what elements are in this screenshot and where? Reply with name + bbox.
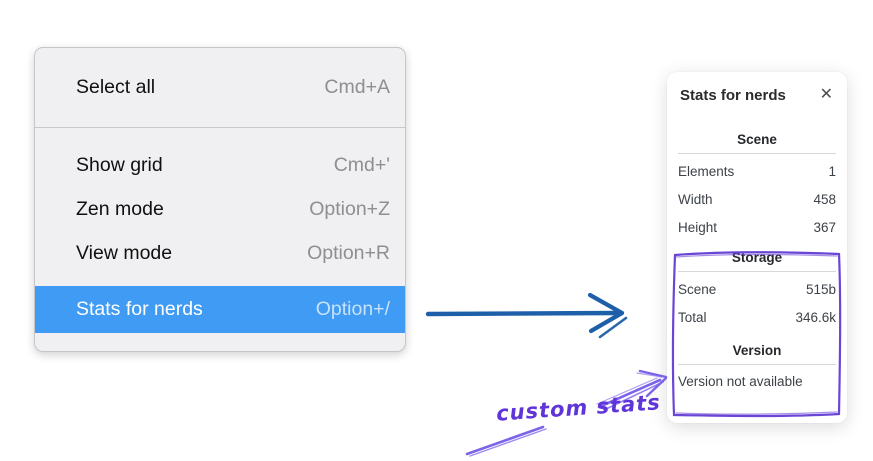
menu-item-label: Show grid — [76, 153, 163, 176]
pointer-arrow-icon — [425, 292, 628, 339]
storage-rows: Scene 515b Total 346.6k — [667, 275, 847, 331]
menu-item-label: Select all — [76, 76, 156, 98]
panel-header: Stats for nerds ✕ — [667, 72, 847, 105]
menu-section-top: Select all Cmd+A — [35, 48, 405, 128]
menu-item-select-all[interactable]: Select all Cmd+A — [35, 66, 405, 110]
stat-row-scene-storage: Scene 515b — [667, 275, 847, 303]
stat-value: 1 — [828, 163, 836, 179]
section-heading-scene: Scene — [737, 132, 777, 147]
menu-item-shortcut: Option+/ — [315, 298, 390, 320]
stat-label: Elements — [678, 163, 735, 179]
menu-item-shortcut: Cmd+A — [324, 76, 390, 98]
menu-item-shortcut: Cmd+' — [333, 153, 390, 176]
menu-item-label: Zen mode — [76, 197, 164, 220]
stat-value: 515b — [805, 281, 836, 297]
section-heading-version: Version — [732, 343, 782, 358]
panel-title: Stats for nerds — [680, 86, 786, 104]
divider — [678, 364, 836, 365]
divider — [678, 271, 836, 272]
menu-item-show-grid[interactable]: Show grid Cmd+' — [35, 143, 405, 187]
version-note: Version not available — [678, 374, 803, 389]
menu-item-zen-mode[interactable]: Zen mode Option+Z — [35, 187, 405, 231]
menu-item-label: View mode — [76, 241, 173, 264]
menu-item-shortcut: Option+R — [307, 241, 390, 264]
menu-section-bottom: Show grid Cmd+' Zen mode Option+Z View m… — [35, 128, 405, 333]
menu-item-view-mode[interactable]: View mode Option+R — [35, 231, 405, 275]
menu-item-label: Stats for nerds — [76, 298, 203, 320]
menu-item-shortcut: Option+Z — [309, 197, 390, 220]
stat-value: 458 — [813, 191, 836, 207]
stat-label: Scene — [678, 281, 717, 297]
divider — [678, 153, 836, 154]
menu-item-stats-for-nerds[interactable]: Stats for nerds Option+/ — [35, 286, 405, 333]
stat-row-height: Height 367 — [667, 213, 847, 241]
stats-for-nerds-panel: Stats for nerds ✕ Scene Elements 1 Width… — [667, 72, 847, 423]
stat-label: Width — [678, 191, 713, 207]
stat-value: 346.6k — [795, 309, 836, 325]
stat-label: Height — [678, 219, 718, 235]
annotation-label: custom stats — [495, 390, 662, 426]
stat-label: Total — [678, 309, 707, 325]
stat-value: 367 — [813, 219, 836, 235]
context-menu: Select all Cmd+A Show grid Cmd+' Zen mod… — [34, 47, 406, 352]
stat-row-elements: Elements 1 — [667, 157, 847, 185]
section-heading-storage: Storage — [731, 250, 783, 265]
close-icon[interactable]: ✕ — [819, 86, 833, 103]
stat-row-total-storage: Total 346.6k — [667, 303, 847, 331]
stat-row-width: Width 458 — [667, 185, 847, 213]
scene-rows: Elements 1 Width 458 Height 367 — [667, 157, 847, 241]
